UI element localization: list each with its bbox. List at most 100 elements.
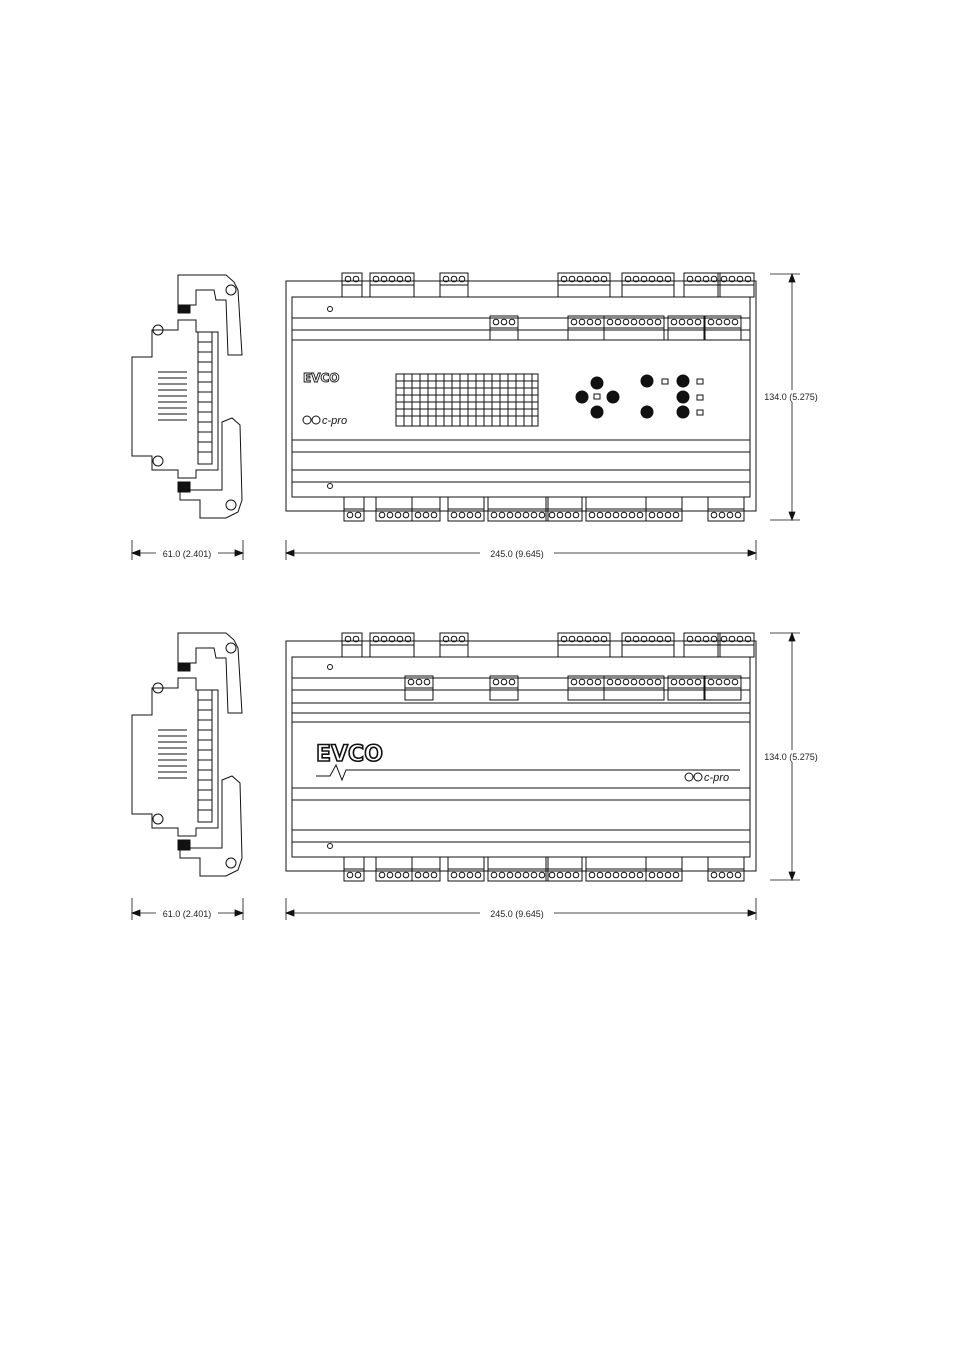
terminal-screw-icon bbox=[423, 678, 431, 686]
terminal-screw-icon bbox=[492, 678, 500, 686]
keypad bbox=[575, 374, 704, 419]
terminal-screw-icon bbox=[654, 678, 662, 686]
terminal-screw-icon bbox=[636, 511, 644, 519]
terminal-screw-icon bbox=[734, 871, 742, 879]
terminal-screw-icon bbox=[596, 511, 604, 519]
terminal-screw-icon bbox=[710, 871, 718, 879]
esc-key-icon bbox=[640, 374, 654, 388]
terminal-screw-icon bbox=[630, 318, 638, 326]
terminal-screw-icon bbox=[570, 318, 578, 326]
terminal-screw-icon bbox=[450, 511, 458, 519]
terminal-screw-icon bbox=[620, 511, 628, 519]
terminal-screw-icon bbox=[514, 871, 522, 879]
height-dimension: 134.0 (5.275) bbox=[764, 752, 818, 762]
terminal-screw-icon bbox=[664, 871, 672, 879]
terminal-screw-icon bbox=[628, 511, 636, 519]
terminal-screw-icon bbox=[570, 678, 578, 686]
set-key-icon bbox=[640, 405, 654, 419]
terminal-screw-icon bbox=[372, 275, 380, 283]
terminal-screw-icon bbox=[588, 511, 596, 519]
terminal-screw-icon bbox=[522, 871, 530, 879]
terminal-screw-icon bbox=[646, 678, 654, 686]
dimension-lines bbox=[130, 631, 800, 920]
terminal-screw-icon bbox=[430, 511, 438, 519]
terminal-screw-icon bbox=[388, 635, 396, 643]
cpro-badge-icon bbox=[302, 415, 312, 425]
terminal-screw-icon bbox=[576, 635, 584, 643]
bottom-terminal-blocks bbox=[343, 496, 745, 522]
terminal-screw-icon bbox=[723, 318, 731, 326]
terminal-screw-icon bbox=[694, 678, 702, 686]
terminal-screw-icon bbox=[450, 635, 458, 643]
terminal-screw-icon bbox=[594, 678, 602, 686]
terminal-screw-icon bbox=[500, 318, 508, 326]
terminal-screw-icon bbox=[564, 511, 572, 519]
terminal-screw-icon bbox=[506, 511, 514, 519]
width-dimension: 245.0 (9.645) bbox=[490, 909, 544, 919]
cpro-badge-icon bbox=[693, 772, 703, 782]
terminal-screw-icon bbox=[638, 678, 646, 686]
terminal-screw-icon bbox=[654, 318, 662, 326]
dimension-lines bbox=[130, 272, 800, 560]
terminal-screw-icon bbox=[548, 871, 556, 879]
ok-key-icon bbox=[676, 390, 690, 404]
terminal-screw-icon bbox=[606, 318, 614, 326]
right-arrow-icon bbox=[606, 390, 620, 404]
terminal-screw-icon bbox=[450, 871, 458, 879]
bottom-terminal-blocks bbox=[343, 856, 745, 882]
terminal-screw-icon bbox=[450, 275, 458, 283]
terminal-screw-icon bbox=[560, 275, 568, 283]
terminal-screw-icon bbox=[407, 678, 415, 686]
terminal-screw-icon bbox=[686, 318, 694, 326]
terminal-screw-icon bbox=[648, 275, 656, 283]
terminal-screw-icon bbox=[640, 635, 648, 643]
terminal-screw-icon bbox=[508, 318, 516, 326]
terminal-screw-icon bbox=[628, 871, 636, 879]
terminal-screw-icon bbox=[568, 275, 576, 283]
terminal-screw-icon bbox=[718, 871, 726, 879]
terminal-screw-icon bbox=[530, 511, 538, 519]
drawing-blind: EVCO c-pro 245.0 (9.645) 61.0 (2.401) 13… bbox=[130, 631, 822, 920]
terminal-screw-icon bbox=[612, 871, 620, 879]
terminal-screw-icon bbox=[600, 275, 608, 283]
terminal-screw-icon bbox=[586, 318, 594, 326]
terminal-screw-icon bbox=[508, 678, 516, 686]
terminal-screw-icon bbox=[664, 511, 672, 519]
terminal-screw-icon bbox=[372, 635, 380, 643]
terminal-screw-icon bbox=[694, 635, 702, 643]
terminal-screw-icon bbox=[422, 871, 430, 879]
terminal-screw-icon bbox=[656, 871, 664, 879]
terminal-screw-icon bbox=[404, 635, 412, 643]
terminal-screw-icon bbox=[632, 275, 640, 283]
terminal-screw-icon bbox=[522, 511, 530, 519]
terminal-screw-icon bbox=[710, 635, 718, 643]
terminal-screw-icon bbox=[614, 678, 622, 686]
terminal-screw-icon bbox=[514, 511, 522, 519]
terminal-screw-icon bbox=[678, 678, 686, 686]
terminal-screw-icon bbox=[656, 511, 664, 519]
terminal-screw-icon bbox=[352, 635, 360, 643]
terminal-screw-icon bbox=[594, 318, 602, 326]
terminal-screw-icon bbox=[728, 275, 736, 283]
terminal-screw-icon bbox=[646, 318, 654, 326]
terminal-screw-icon bbox=[592, 275, 600, 283]
terminal-screw-icon bbox=[718, 511, 726, 519]
terminal-screw-icon bbox=[612, 511, 620, 519]
terminal-screw-icon bbox=[588, 871, 596, 879]
top-terminal-blocks bbox=[341, 272, 755, 341]
terminal-screw-icon bbox=[702, 275, 710, 283]
terminal-screw-icon bbox=[726, 511, 734, 519]
terminal-screw-icon bbox=[720, 275, 728, 283]
terminal-screw-icon bbox=[442, 635, 450, 643]
terminal-screw-icon bbox=[354, 511, 362, 519]
terminal-screw-icon bbox=[744, 275, 752, 283]
terminal-screw-icon bbox=[466, 511, 474, 519]
terminal-screw-icon bbox=[415, 678, 423, 686]
terminal-screw-icon bbox=[576, 275, 584, 283]
terminal-screw-icon bbox=[344, 275, 352, 283]
terminal-screw-icon bbox=[344, 635, 352, 643]
terminal-screw-icon bbox=[586, 678, 594, 686]
terminal-screw-icon bbox=[560, 635, 568, 643]
terminal-screw-icon bbox=[414, 511, 422, 519]
terminal-screw-icon bbox=[630, 678, 638, 686]
